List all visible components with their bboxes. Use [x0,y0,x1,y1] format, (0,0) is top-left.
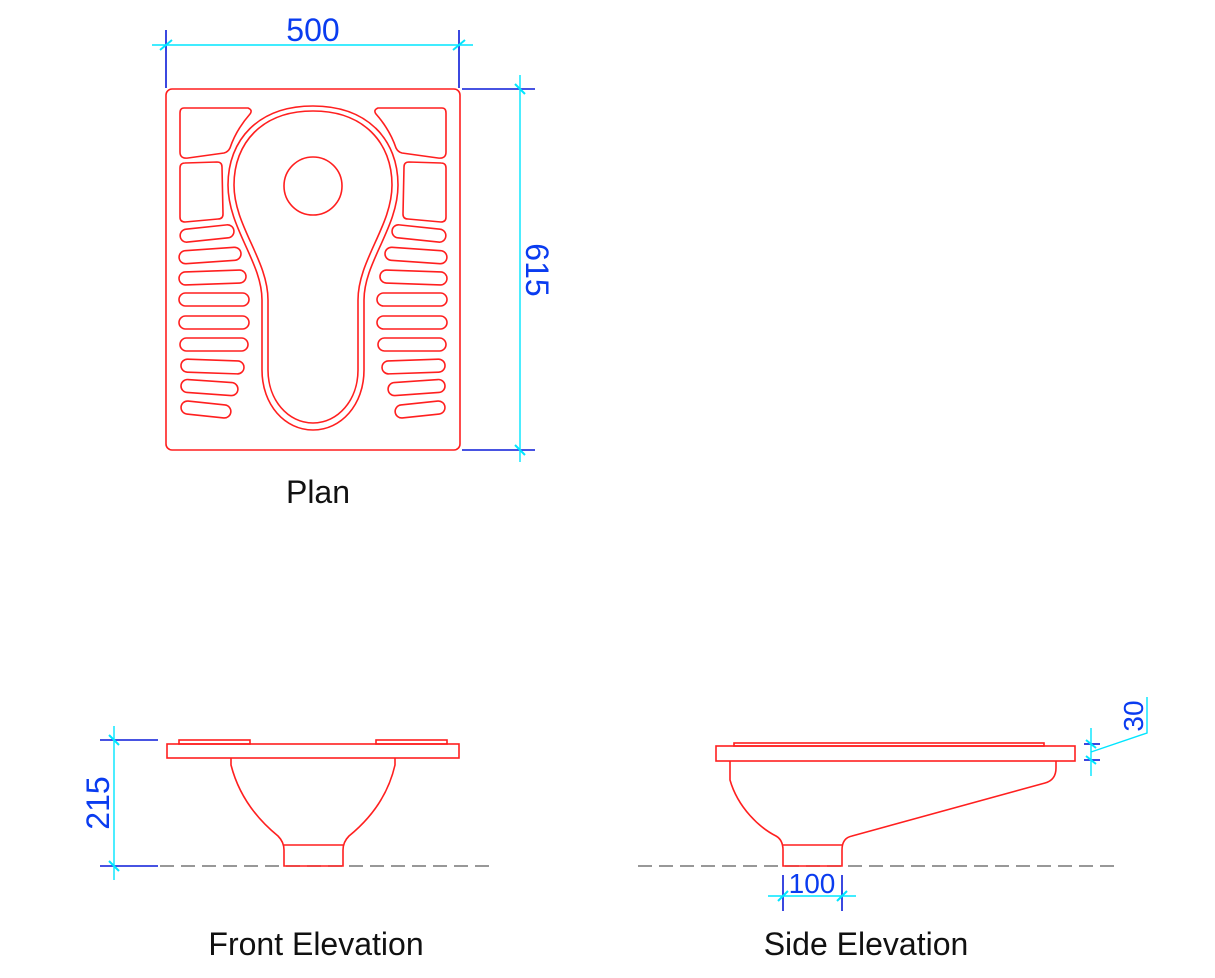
drain-hole [283,156,343,216]
left-foot-pad-upper [179,107,252,159]
front-slab [166,743,460,759]
right-grip-ribs [376,224,448,419]
front-bowl [230,758,396,867]
plan-width-value: 500 [286,12,339,48]
outlet-width-value: 100 [789,868,836,899]
rim-thickness-dimension: 30 [1084,697,1149,776]
side-elevation-view: 100 30 Side Elevation [638,697,1149,962]
side-slab [715,745,1076,762]
front-elevation-view: 215 Front Elevation [80,726,490,962]
right-foot-pad-upper [374,107,447,159]
pan-inner-outline [233,110,393,424]
pan-outer-outline [227,105,399,431]
left-foot-pad-middle [179,161,224,223]
right-foot-pad-middle [402,161,447,223]
front-height-dimension: 215 [80,726,158,880]
plan-length-value: 615 [519,243,555,296]
rim-thickness-value: 30 [1118,700,1149,731]
front-elevation-label: Front Elevation [208,926,423,962]
side-elevation-label: Side Elevation [764,926,969,962]
plan-outline [165,88,461,451]
side-bowl [729,761,1057,867]
plan-view: 500 615 Plan [152,12,555,510]
plan-length-dimension: 615 [462,75,555,462]
outlet-width-dimension: 100 [768,868,856,911]
front-height-value: 215 [80,776,116,829]
plan-width-dimension: 500 [152,12,473,88]
left-grip-ribs [178,224,250,419]
plan-label: Plan [286,474,350,510]
